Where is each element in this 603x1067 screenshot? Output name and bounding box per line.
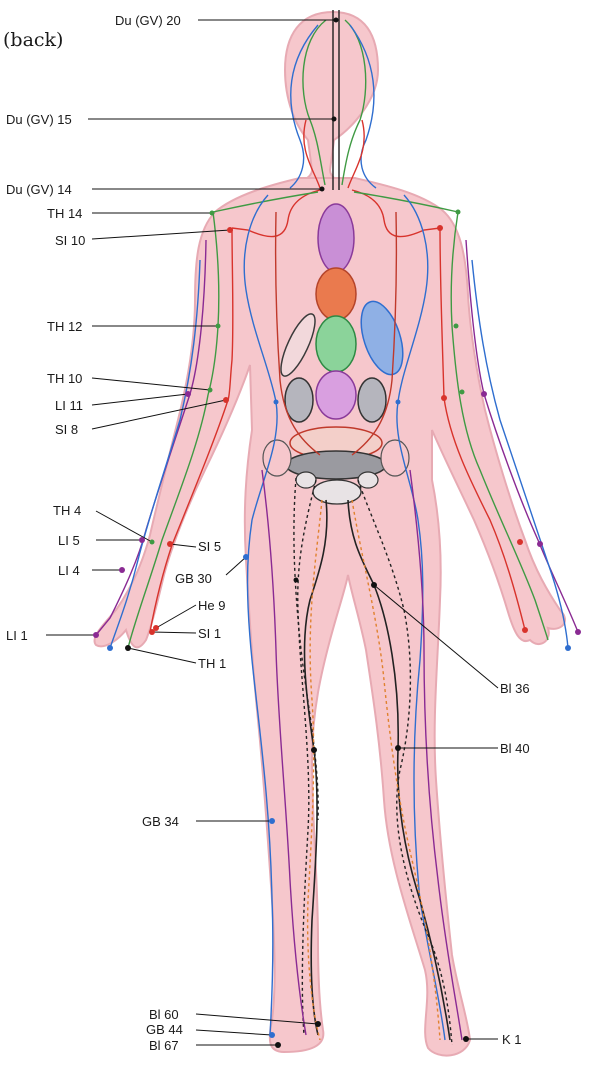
label-gb30: GB 30 bbox=[175, 571, 212, 586]
point-dot-right-arm-2 bbox=[460, 390, 465, 395]
point-dot-si10 bbox=[227, 227, 233, 233]
point-dot-li11 bbox=[185, 391, 191, 397]
point-dot-right-hand-5 bbox=[517, 539, 523, 545]
point-dot-li1 bbox=[93, 632, 99, 638]
label-he9: He 9 bbox=[198, 598, 225, 613]
organ-pancreas bbox=[316, 371, 356, 419]
point-dot-li4 bbox=[119, 567, 125, 573]
label-li5: LI 5 bbox=[58, 533, 80, 548]
point-dot-left-hand-blue bbox=[107, 645, 113, 651]
point-dot-th10 bbox=[208, 388, 213, 393]
organ-pelvis-right bbox=[358, 472, 378, 488]
point-dot-th1 bbox=[125, 645, 131, 651]
organ-kidney-right bbox=[358, 378, 386, 422]
label-bl40: Bl 40 bbox=[500, 741, 530, 756]
label-si8: SI 8 bbox=[55, 422, 78, 437]
label-bl60: Bl 60 bbox=[149, 1007, 179, 1022]
point-dot-bl60 bbox=[315, 1021, 321, 1027]
body-silhouette bbox=[94, 12, 564, 1056]
point-dot-si5 bbox=[167, 541, 173, 547]
organ-top bbox=[318, 204, 354, 272]
point-dot-li5 bbox=[139, 537, 145, 543]
label-th12: TH 12 bbox=[47, 319, 82, 334]
point-dot-hip-left bbox=[294, 578, 299, 583]
point-dot-gb30 bbox=[243, 554, 249, 560]
point-dot-k1 bbox=[463, 1036, 469, 1042]
organ-kidney-left bbox=[285, 378, 313, 422]
point-dot-right-hand-3 bbox=[565, 645, 571, 651]
point-dot-hip-left-b bbox=[274, 400, 279, 405]
label-si5: SI 5 bbox=[198, 539, 221, 554]
organ-liver bbox=[316, 316, 356, 372]
point-dot-right-hand-1 bbox=[522, 627, 528, 633]
point-dot-th4 bbox=[150, 540, 155, 545]
point-dot-right-shoulder-g bbox=[456, 210, 461, 215]
point-dot-right-arm-3 bbox=[481, 391, 487, 397]
view-title: (back) bbox=[3, 29, 63, 51]
point-dot-th14 bbox=[210, 211, 215, 216]
label-gb44: GB 44 bbox=[146, 1022, 183, 1037]
point-dot-knee-left bbox=[311, 747, 317, 753]
point-dot-bl67 bbox=[275, 1042, 281, 1048]
label-th14: TH 14 bbox=[47, 206, 82, 221]
organ-hip-right bbox=[381, 440, 409, 476]
label-li11: LI 11 bbox=[55, 398, 83, 413]
point-dot-th12 bbox=[216, 324, 221, 329]
point-dot-hip-right bbox=[396, 400, 401, 405]
point-dot-right-shoulder bbox=[437, 225, 443, 231]
organ-sacrum bbox=[313, 480, 361, 504]
point-dot-bl36 bbox=[371, 582, 377, 588]
point-dot-si1 bbox=[149, 629, 155, 635]
label-bl36: Bl 36 bbox=[500, 681, 530, 696]
label-li4: LI 4 bbox=[58, 563, 80, 578]
label-si1: SI 1 bbox=[198, 626, 221, 641]
label-du14: Du (GV) 14 bbox=[6, 182, 72, 197]
point-dot-gb34 bbox=[269, 818, 275, 824]
label-gb34: GB 34 bbox=[142, 814, 179, 829]
label-th10: TH 10 bbox=[47, 371, 82, 386]
label-th4: TH 4 bbox=[53, 503, 81, 518]
label-si10: SI 10 bbox=[55, 233, 85, 248]
label-th1: TH 1 bbox=[198, 656, 226, 671]
point-dot-gb44 bbox=[269, 1032, 275, 1038]
point-dot-right-hand-2 bbox=[575, 629, 581, 635]
point-dot-du15 bbox=[332, 117, 337, 122]
label-li1: LI 1 bbox=[6, 628, 28, 643]
point-dot-right-arm-4 bbox=[454, 324, 459, 329]
organ-pelvis-left bbox=[296, 472, 316, 488]
label-bl67: Bl 67 bbox=[149, 1038, 179, 1053]
label-du20: Du (GV) 20 bbox=[115, 13, 181, 28]
point-dot-right-arm-1 bbox=[441, 395, 447, 401]
label-du15: Du (GV) 15 bbox=[6, 112, 72, 127]
label-k1: K 1 bbox=[502, 1032, 522, 1047]
organ-heart bbox=[316, 268, 356, 320]
point-dot-bl40 bbox=[395, 745, 401, 751]
point-dot-du20 bbox=[334, 18, 339, 23]
point-dot-du14 bbox=[320, 187, 325, 192]
point-dot-right-hand-4 bbox=[537, 541, 543, 547]
point-dot-si8 bbox=[223, 397, 229, 403]
